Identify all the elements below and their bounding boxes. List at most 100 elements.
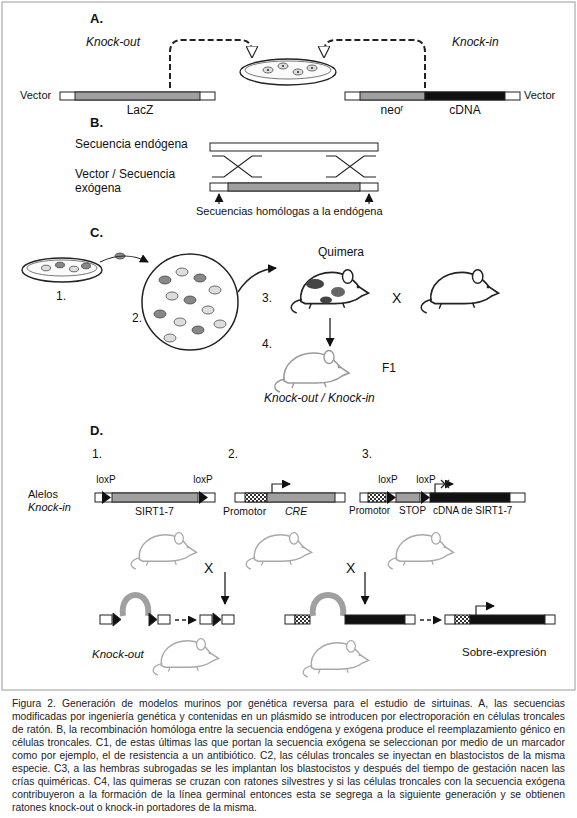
recombined-allele	[476, 606, 494, 615]
allele-bar	[235, 493, 345, 502]
recombined-allele	[158, 615, 170, 624]
promoter-arrow	[272, 484, 290, 493]
blastocyst	[202, 306, 214, 314]
recombined-allele	[313, 595, 344, 616]
recombined-allele	[123, 595, 149, 616]
cross-arrow	[329, 318, 330, 346]
loxp-label: loxP	[96, 474, 115, 486]
result-label: Sobre-expresión	[462, 646, 546, 659]
blastocyst	[194, 274, 206, 282]
recombined-allele	[285, 615, 295, 624]
petri-dish	[311, 67, 313, 69]
parent-mouse	[131, 533, 196, 570]
loxp-label: loxP	[416, 474, 435, 486]
crossover-lines	[212, 156, 262, 177]
chimera-mouse	[291, 270, 368, 313]
panel-letter: B.	[90, 116, 103, 131]
offspring-mouse	[153, 639, 368, 678]
blastocyst	[184, 296, 196, 304]
allele-title: Alelos	[28, 488, 58, 501]
dna-construct: PromotorCRE	[215, 488, 345, 524]
allele-bar	[267, 493, 335, 502]
recombined-allele	[149, 613, 157, 626]
recombined-allele	[445, 615, 455, 624]
result-label: Knock-out / Knock-in	[264, 392, 375, 406]
f1-mouse	[275, 351, 349, 393]
step-number: 4.	[262, 338, 272, 352]
chimera-mouse	[291, 270, 368, 313]
recombined-allele	[345, 615, 405, 624]
cross-arrow	[224, 572, 225, 604]
cross-symbol: X	[346, 560, 355, 576]
loxp-triangle	[102, 491, 430, 504]
construct-label: LacZ	[127, 104, 154, 118]
f1-mouse	[275, 351, 349, 393]
allele-bar	[95, 493, 215, 502]
recombined-allele	[213, 613, 221, 626]
cross-arrow	[364, 572, 365, 604]
construct-label: SIRT1-7	[135, 505, 174, 517]
blastocyst	[214, 320, 226, 328]
allele-bar	[396, 493, 420, 502]
vector-bar	[425, 92, 505, 100]
construct-label: neoʳ	[381, 104, 404, 118]
homology-note: Secuencias homólogas a la endógena	[196, 205, 383, 218]
pointer-arrow	[368, 194, 369, 204]
recombined-allele	[455, 615, 470, 624]
blastocyst	[166, 292, 178, 300]
recombined-allele	[175, 619, 196, 620]
injection-arrow	[100, 256, 148, 262]
petri-dish	[240, 59, 336, 85]
transfer-arrow	[238, 268, 276, 292]
petri-dish	[27, 260, 97, 276]
blastocyst	[192, 326, 204, 334]
construct-label: Secuencia endógena	[75, 138, 188, 152]
allele-bar	[245, 493, 267, 502]
blastocyst	[176, 268, 188, 276]
step-number: 2.	[132, 312, 142, 326]
transfer-arrow	[238, 268, 276, 292]
petri-dish	[297, 71, 299, 73]
dashed-arrow	[170, 40, 252, 88]
dashed-arrow	[324, 40, 425, 88]
cross-arrow	[329, 318, 330, 346]
offspring-mouse	[153, 639, 218, 676]
parent-mouse	[131, 533, 453, 570]
petri-dish	[82, 263, 91, 269]
pointer-arrow	[218, 194, 219, 204]
recombined-allele	[470, 615, 545, 624]
petri-dish	[70, 266, 79, 272]
vector-bar	[60, 92, 520, 100]
wild-type-mouse	[421, 270, 498, 313]
chimera-label: Quimera	[318, 246, 364, 260]
construct-label: cDNA de SIRT1-7	[433, 505, 512, 517]
petri-dish	[267, 69, 269, 71]
crossover-lines	[212, 156, 262, 177]
result-label: Knock-out	[92, 648, 144, 661]
blastocyst	[159, 276, 171, 284]
allele-bar	[360, 493, 525, 502]
petri-dish	[245, 61, 331, 79]
petri-dish	[278, 63, 288, 69]
petri-dish	[293, 69, 303, 75]
panel-letter: D.	[90, 424, 103, 439]
vector-bar	[360, 92, 425, 100]
blastocyst	[142, 254, 238, 350]
parent-mouse	[246, 533, 311, 570]
construct-label: Vector / Secuencia exógena	[75, 168, 197, 196]
cross-symbol: X	[392, 290, 401, 306]
petri-dish	[42, 265, 51, 271]
promoter-arrow	[441, 480, 449, 488]
loxp-triangle	[387, 491, 396, 504]
dna-bar	[210, 183, 378, 191]
method-title: Knock-out	[86, 36, 140, 50]
panel-letter: C.	[90, 226, 103, 241]
pointer-arrow	[219, 194, 369, 204]
recombined-allele	[100, 595, 555, 626]
blastocyst	[142, 254, 238, 350]
allele-bar	[112, 493, 198, 502]
